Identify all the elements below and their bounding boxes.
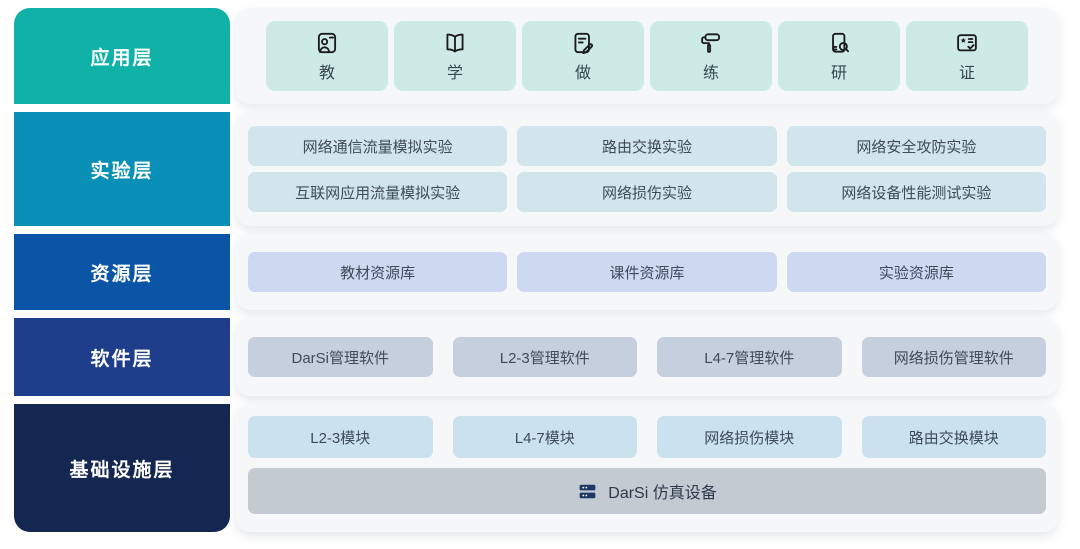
paint-roller-icon (698, 30, 724, 56)
app-card-label: 学 (446, 64, 463, 82)
layer-label-text: 实验层 (90, 160, 154, 182)
layer-label-text: 基础设施层 (69, 459, 175, 481)
module-box: 网络损伤模块 (657, 416, 842, 458)
software-box: DarSi管理软件 (248, 337, 433, 377)
layer-label-application: 应用层 (14, 8, 230, 104)
app-card-practice: 练 (650, 21, 772, 91)
experiment-box: 网络通信流量模拟实验 (248, 126, 508, 166)
app-card-label: 练 (702, 64, 719, 82)
presenter-icon (314, 30, 340, 56)
app-card-label: 做 (574, 64, 591, 82)
layer-label-text: 软件层 (90, 348, 154, 370)
book-search-icon (826, 30, 852, 56)
infrastructure-modules: L2-3模块 L4-7模块 网络损伤模块 路由交换模块 (248, 416, 1046, 458)
device-bar-label: DarSi 仿真设备 (608, 485, 717, 502)
experiment-box: 互联网应用流量模拟实验 (248, 172, 508, 212)
software-layer-panel: DarSi管理软件 L2-3管理软件 L4-7管理软件 网络损伤管理软件 (236, 318, 1058, 396)
app-card-certify: 证 (906, 21, 1028, 91)
app-card-learn: 学 (394, 21, 516, 91)
layer-label-infrastructure: 基础设施层 (14, 404, 230, 532)
open-book-icon (442, 30, 468, 56)
resource-box: 实验资源库 (786, 252, 1046, 292)
device-bar: DarSi 仿真设备 (248, 468, 1046, 514)
resource-box: 教材资源库 (248, 252, 508, 292)
layer-label-software: 软件层 (14, 318, 230, 396)
app-card-label: 研 (830, 64, 847, 82)
experiment-layer-panel: 网络通信流量模拟实验 路由交换实验 网络安全攻防实验 互联网应用流量模拟实验 网… (236, 112, 1058, 226)
app-card-teach: 教 (266, 21, 388, 91)
layer-label-text: 应用层 (90, 47, 154, 69)
experiment-box: 路由交换实验 (517, 126, 777, 166)
layer-label-resource: 资源层 (14, 234, 230, 310)
module-box: L2-3模块 (248, 416, 433, 458)
module-box: L4-7模块 (452, 416, 637, 458)
experiment-box: 网络安全攻防实验 (786, 126, 1046, 166)
experiment-box: 网络设备性能测试实验 (786, 172, 1046, 212)
module-box: 路由交换模块 (861, 416, 1046, 458)
app-card-do: 做 (522, 21, 644, 91)
software-box: L2-3管理软件 (452, 337, 637, 377)
software-box: L4-7管理软件 (657, 337, 842, 377)
certificate-icon (954, 30, 980, 56)
app-card-label: 教 (318, 64, 335, 82)
app-card-research: 研 (778, 21, 900, 91)
server-stack-icon (577, 481, 598, 502)
software-box: 网络损伤管理软件 (861, 337, 1046, 377)
layer-label-experiment: 实验层 (14, 112, 230, 226)
layer-label-text: 资源层 (90, 263, 154, 285)
infrastructure-layer-panel: L2-3模块 L4-7模块 网络损伤模块 路由交换模块 DarSi 仿真设备 (236, 404, 1058, 532)
application-layer-panel: 教 学 做 练 (236, 8, 1058, 104)
experiment-box: 网络损伤实验 (517, 172, 777, 212)
app-card-label: 证 (958, 64, 975, 82)
edit-note-icon (570, 30, 596, 56)
resource-layer-panel: 教材资源库 课件资源库 实验资源库 (236, 234, 1058, 310)
resource-box: 课件资源库 (517, 252, 777, 292)
